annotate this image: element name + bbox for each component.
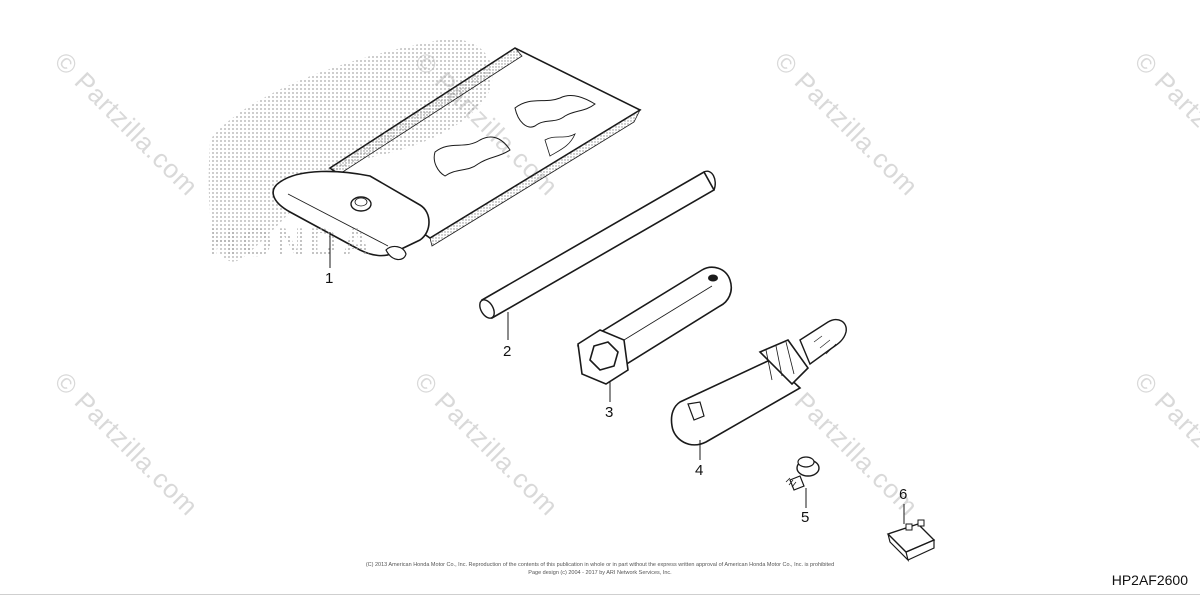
copyright-notice: (C) 2013 American Honda Motor Co., Inc. … [300, 561, 900, 577]
callout-5[interactable]: 5 [801, 509, 810, 526]
callout-6[interactable]: 6 [899, 486, 908, 503]
copyright-line: Page design (c) 2004 - 2017 by ARI Netwo… [528, 570, 672, 576]
callout-3[interactable]: 3 [605, 404, 614, 421]
callout-1[interactable]: 1 [325, 270, 334, 287]
copyright-line: (C) 2013 American Honda Motor Co., Inc. … [365, 562, 835, 568]
callout-2[interactable]: 2 [503, 343, 512, 360]
tool-bag-icon: HONDA [208, 39, 642, 268]
screw-icon [785, 456, 820, 508]
screwdriver-icon [670, 318, 847, 460]
divider [0, 594, 1200, 595]
honda-logo: HONDA [208, 221, 375, 265]
fuse-icon [886, 504, 936, 562]
callout-4[interactable]: 4 [695, 462, 704, 479]
rod-icon [479, 170, 716, 340]
box-wrench-icon [576, 266, 733, 402]
diagram-code: HP2AF2600 [1111, 572, 1188, 588]
